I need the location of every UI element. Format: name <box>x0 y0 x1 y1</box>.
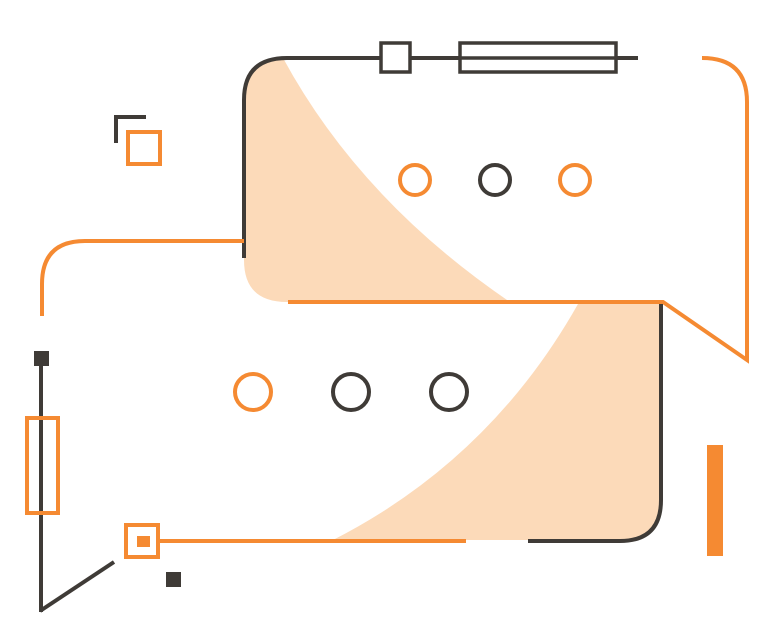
top-dot-1 <box>398 163 432 197</box>
top-dot-3 <box>558 163 592 197</box>
bottom-bubble-left-corner <box>40 239 244 316</box>
bottom-dot-2 <box>331 372 371 412</box>
bottom-dot-3 <box>429 372 469 412</box>
bottom-orange-square-inner <box>137 536 150 547</box>
left-top-square <box>34 351 49 366</box>
orange-outline-square <box>126 130 162 166</box>
left-diagonal-line <box>38 560 116 613</box>
bottom-orange-square <box>124 523 160 559</box>
top-dot-2 <box>478 163 512 197</box>
bottom-typing-dots-icon <box>233 372 469 412</box>
top-small-rect <box>379 41 412 74</box>
top-left-decoration <box>114 115 162 166</box>
bottom-speech-bubble <box>40 239 663 543</box>
bottom-dot-1 <box>233 372 273 412</box>
right-orange-bar <box>707 445 723 556</box>
left-orange-bar <box>25 416 60 515</box>
top-bubble-tail <box>288 56 749 364</box>
top-bubble-outline <box>242 56 638 258</box>
bottom-bubble-outline <box>528 304 663 543</box>
top-bubble-fill <box>244 58 510 302</box>
bottom-bubble-fill <box>333 304 661 540</box>
left-decorations <box>25 351 181 613</box>
top-typing-dots-icon <box>398 163 592 197</box>
corner-bracket <box>114 115 146 143</box>
top-speech-bubble <box>242 41 749 364</box>
bottom-dark-square <box>166 572 181 587</box>
